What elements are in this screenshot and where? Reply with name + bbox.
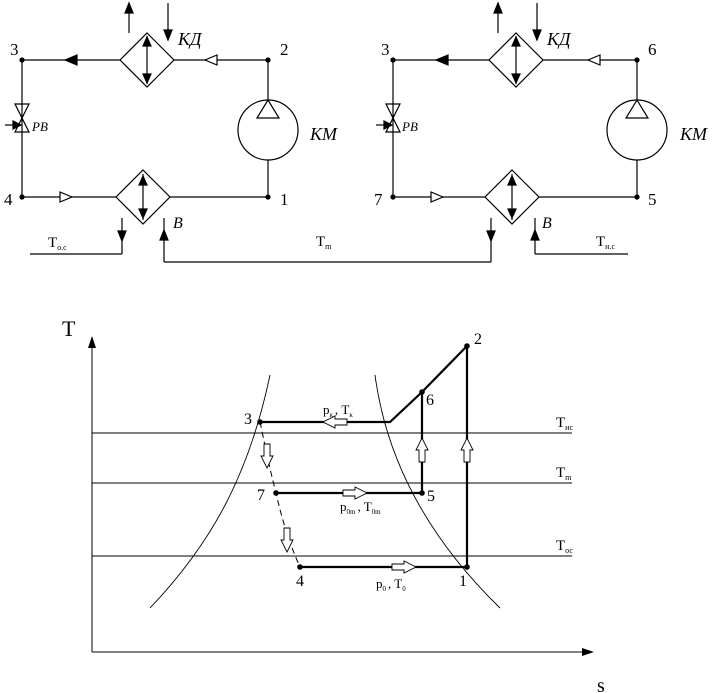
right-point-6: 6 [648,40,657,59]
right-valve-label: РВ [401,119,418,134]
ts-point-5-dot [419,490,425,496]
arrow-throttle-lower [280,527,294,554]
right-point-5-dot [634,194,640,200]
right-scheme [376,1,668,262]
condenser-right [488,32,544,88]
axis-s-label: s [597,675,605,693]
right-point-3: 3 [381,40,390,59]
arrow-compression-5-6 [415,436,429,463]
isotherm-label-os: Tос [556,538,573,555]
left-point-3: 3 [10,40,19,59]
compressor-right [606,99,668,161]
ts-point-7-dot [273,490,279,496]
ts-point-3-dot [257,419,263,425]
arrow-low-evaporation [391,560,418,574]
left-points [19,57,271,200]
right-point-3-dot [390,57,396,63]
label-high-pressure: pк, Tк [323,402,353,419]
ts-point-6-dot [419,389,425,395]
axis-t-arrow [88,336,96,348]
left-condenser-label: КД [177,29,203,49]
flow-arrow-left-top [63,54,78,66]
ts-point-6: 6 [426,392,434,409]
right-compressor-label: КМ [679,124,708,144]
saturated-liquid-curve [149,374,271,609]
left-evaporator-label: В [173,215,183,232]
left-scheme [5,1,491,263]
saturated-vapor-curve [374,374,501,609]
left-point-3-dot [19,57,25,63]
arrow-throttle-upper [260,443,274,470]
evaporator-right [484,169,540,225]
flow-arrow-left-bottom-open [59,191,74,203]
ts-points [257,343,470,570]
valve-right-top [385,103,401,120]
left-valve-label: РВ [31,119,48,134]
left-compressor-label: КМ [309,124,338,144]
left-point-2-dot [265,57,271,63]
ts-point-2-dot [464,343,470,349]
ts-point-1: 1 [459,573,467,590]
right-condenser-label: КД [546,29,572,49]
arrow-mid-evaporation [342,486,369,500]
right-evaporator-label: В [542,215,552,232]
left-point-4-dot [19,194,25,200]
ts-point-2: 2 [474,331,482,348]
right-point-6-dot [634,57,640,63]
flow-arrow-left-top-open [203,54,218,66]
arrow-compression-1-2 [460,436,474,463]
right-point-7-dot [390,194,396,200]
compressor-left [237,99,299,161]
isotherm-label-is: Tис [556,415,573,432]
arrow-condensation [321,415,348,429]
axis-t-label: T [62,316,76,341]
condenser-left [119,32,175,88]
axis-s-arrow [582,648,594,656]
ts-point-4: 4 [296,573,304,590]
ts-point-1-dot [464,564,470,570]
label-mid-pressure: p0m, T0m [340,499,381,516]
left-point-1: 1 [280,190,289,209]
ts-point-4-dot [297,564,303,570]
left-point-1-dot [265,194,271,200]
ts-diagram [88,336,594,656]
right-coolant-label: Tи.с [596,234,615,251]
ts-point-5: 5 [427,488,435,505]
right-point-5: 5 [648,190,657,209]
right-points [390,57,640,200]
ts-point-7: 7 [257,487,265,504]
valve-left-top [14,103,30,120]
label-low-pressure: p0, T0 [376,576,406,593]
link-label: Tm [316,234,332,251]
isotherm-label-m: Tm [556,465,572,482]
ts-point-3: 3 [244,411,252,428]
evaporator-left [115,169,171,225]
high-stage-path [260,343,469,566]
left-point-2: 2 [280,40,289,59]
left-coolant-label: Tо.с [48,235,67,252]
left-point-4: 4 [4,190,13,209]
right-point-7: 7 [374,190,383,209]
compressor-left-triangle [255,98,281,119]
